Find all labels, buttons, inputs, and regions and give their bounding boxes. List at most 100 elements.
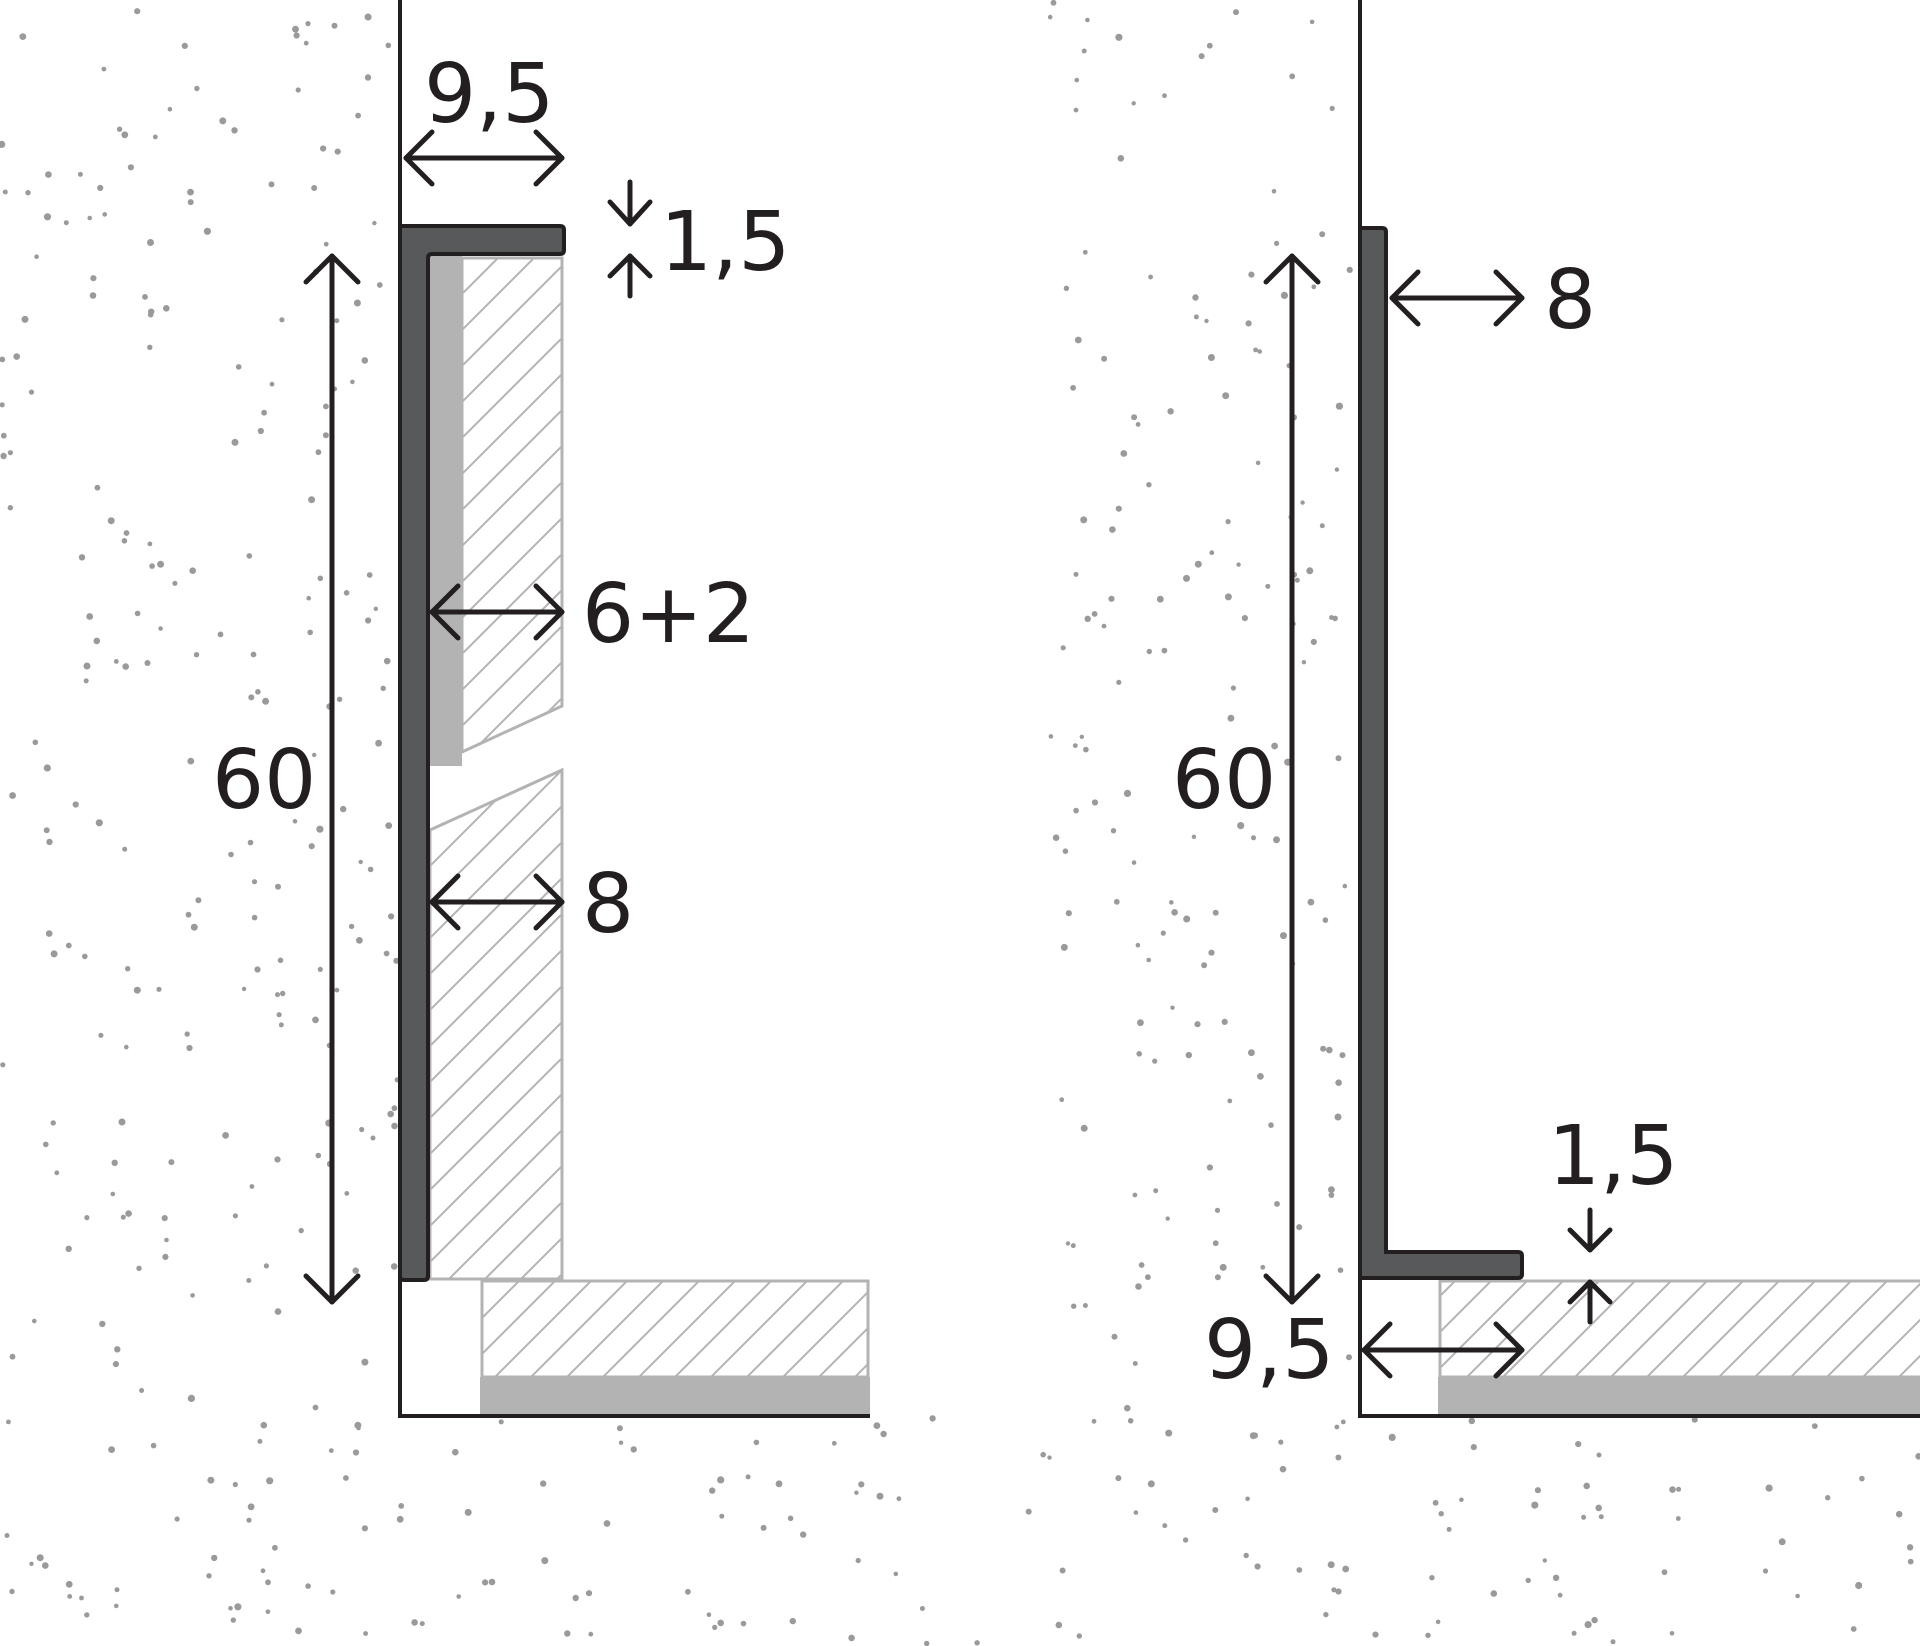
texture-dot [1319,523,1325,529]
texture-dot [133,986,141,994]
texture-dot [1334,467,1340,472]
texture-dot [1255,460,1261,466]
texture-dot [1669,1486,1676,1493]
texture-dot [1274,1201,1280,1207]
texture-dot [1825,1495,1831,1501]
texture-dot [1161,647,1168,654]
texture-dot [1257,349,1262,354]
texture-dot [1227,714,1235,722]
texture-dot [32,739,39,746]
texture-dot [1310,638,1317,646]
texture-dot [929,1415,936,1422]
texture-dot [1040,1451,1046,1458]
texture-dot [127,164,134,171]
texture-dot [1059,1097,1065,1103]
texture-dot [334,318,340,324]
texture-dot [343,590,350,596]
texture-dot [77,171,83,177]
texture-dot [712,1624,718,1630]
right-height-label: 60 [1172,733,1276,828]
texture-dot [295,87,301,93]
left-flange-thickness-arrow [607,179,653,299]
texture-dot [1895,1510,1903,1518]
texture-dot [848,1634,855,1642]
texture-dot [1596,1452,1602,1458]
texture-dot [1116,679,1122,685]
texture-dot [21,315,29,323]
texture-dot [0,432,7,439]
texture-dot [1470,1444,1477,1451]
texture-dot [1301,660,1307,665]
texture-dot [1676,1486,1682,1492]
texture-dot [352,1449,360,1456]
texture-dot [231,438,239,446]
texture-dot [9,792,16,799]
texture-dot [185,911,192,918]
texture-dot [164,1237,169,1243]
texture-dot [1219,1263,1227,1271]
texture-dot [122,846,128,852]
left-tile-adhesive-arrow [429,583,565,641]
texture-dot [1468,1417,1476,1425]
texture-dot [230,1617,236,1623]
texture-dot [292,25,299,33]
texture-dot [193,652,200,658]
texture-dot [717,1476,725,1484]
texture-dot [350,379,355,385]
texture-dot [157,560,165,568]
texture-dot [1162,93,1167,99]
texture-dot [295,1627,302,1635]
texture-dot [1131,414,1138,421]
texture-dot [232,1213,238,1219]
texture-dot [1237,822,1245,830]
left-height-label: 60 [212,733,316,828]
texture-dot [114,1587,120,1593]
texture-dot [280,990,286,997]
texture-dot [1346,266,1353,273]
texture-dot [1260,1264,1266,1270]
texture-dot [1332,615,1338,622]
texture-dot [181,42,188,50]
texture-dot [261,409,267,416]
texture-dot [1542,1558,1548,1563]
texture-dot [206,1573,212,1579]
texture-dot [36,1554,44,1562]
texture-dot [1147,1480,1155,1488]
left-flange-width-arrow [403,129,565,187]
texture-dot [373,606,378,611]
texture-dot [107,517,115,525]
texture-dot [1795,1593,1800,1599]
texture-dot [1525,1577,1531,1584]
texture-dot [1169,900,1174,905]
texture-dot [1432,1499,1439,1506]
texture-dot [34,254,39,259]
texture-dot [1245,1496,1250,1502]
texture-dot [1581,1514,1587,1520]
texture-dot [1850,1626,1857,1632]
texture-dot [1113,898,1120,905]
texture-dot [292,819,298,824]
texture-dot [1319,231,1326,238]
texture-dot [1583,1482,1590,1490]
texture-dot [7,505,13,511]
texture-dot [211,1554,218,1562]
texture-dot [1146,957,1151,963]
texture-dot [358,859,363,865]
texture-dot [456,1594,462,1599]
texture-dot [1074,336,1082,344]
texture-dot [1331,1587,1337,1593]
texture-dot [1326,1046,1333,1054]
texture-dot [1339,1052,1346,1059]
texture-dot [84,1612,90,1618]
texture-dot [46,838,53,846]
texture-dot [1335,402,1343,410]
texture-dot [1047,14,1053,20]
texture-dot [1076,1633,1083,1639]
texture-dot [1278,1439,1284,1445]
right-profile [1358,226,1524,1280]
texture-dot [118,1118,126,1126]
texture-dot [72,801,79,808]
texture-dot [228,851,234,858]
texture-dot [277,957,284,964]
texture-dot [398,1503,405,1509]
